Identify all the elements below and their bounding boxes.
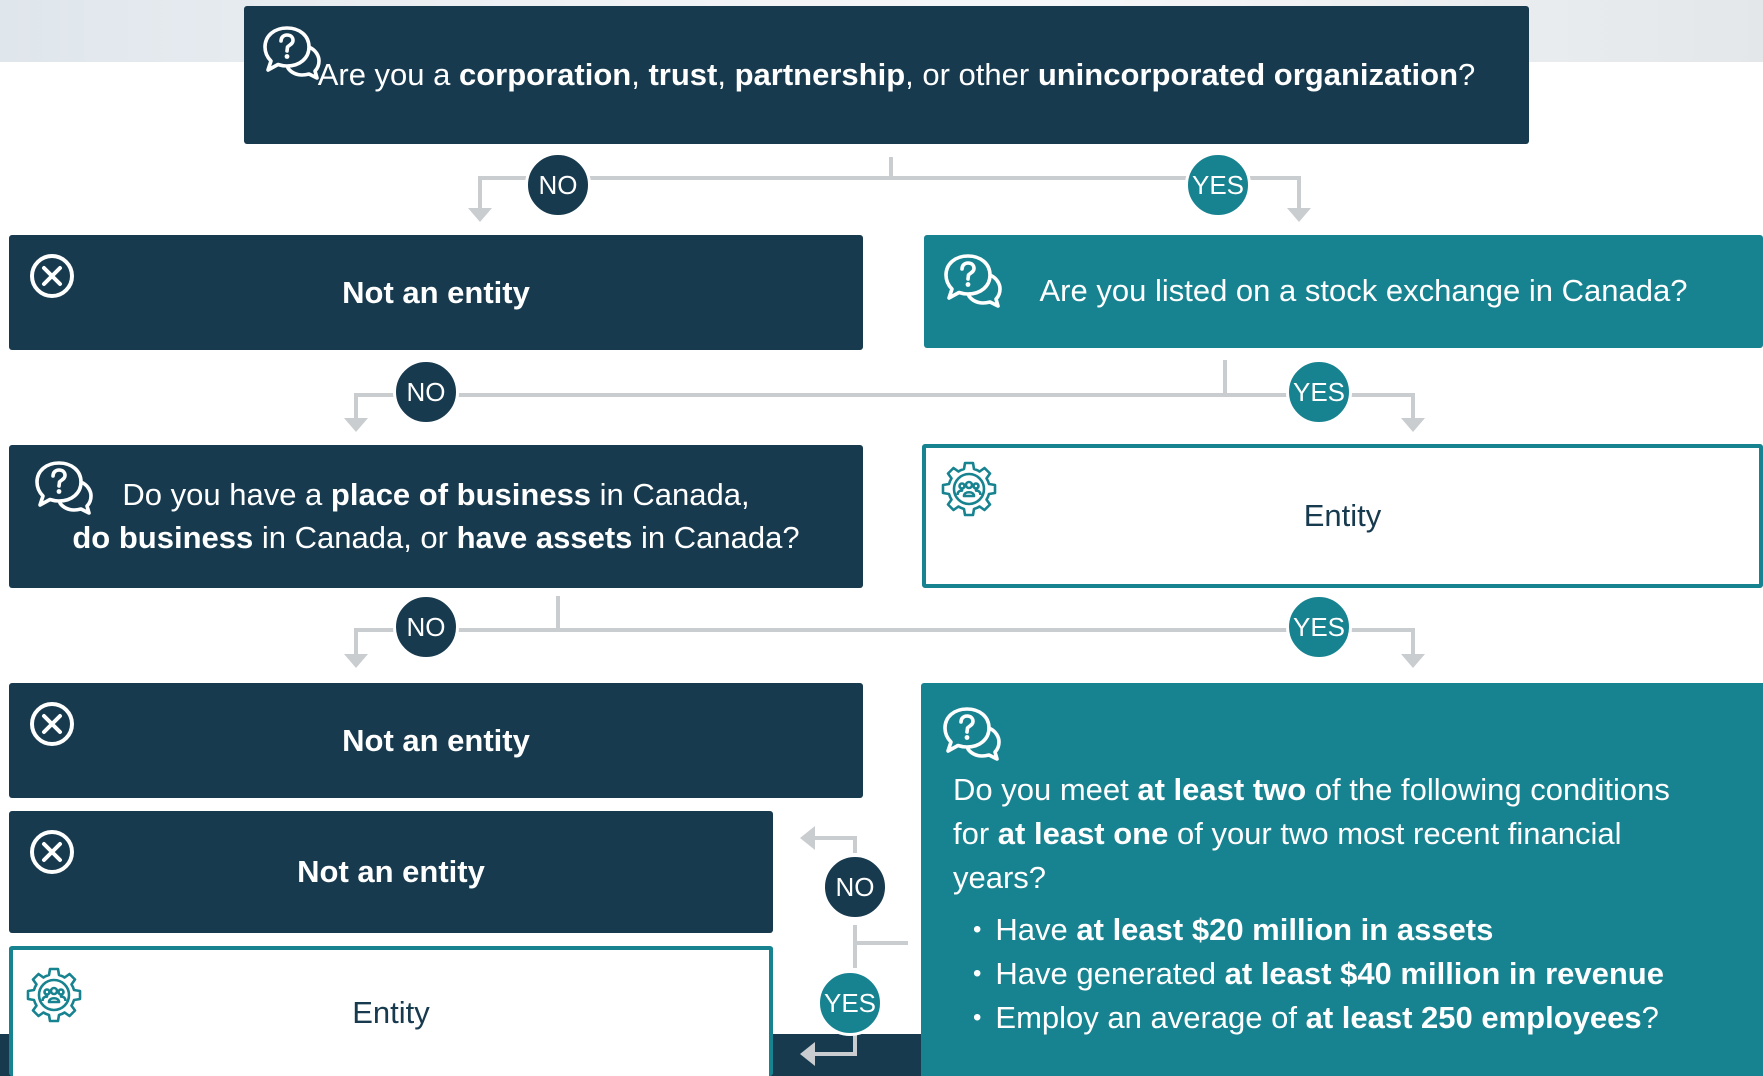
- arrowhead-q3-yes: [1401, 654, 1425, 668]
- question-stock-exchange-box: Are you listed on a stock exchange in Ca…: [924, 235, 1763, 348]
- entity-box: Entity: [922, 444, 1763, 588]
- question-size-conditions-text: Do you meet at least two of the followin…: [953, 768, 1743, 1040]
- not-entity-label: Not an entity: [342, 274, 530, 310]
- arrowhead-q2-no: [344, 418, 368, 432]
- connector-q1-yes: [1252, 176, 1301, 212]
- not-entity-label: Not an entity: [297, 854, 485, 889]
- entity-label: Entity: [1303, 497, 1382, 533]
- arrowhead-q1-yes: [1287, 208, 1311, 222]
- close-circle-icon: [28, 700, 76, 753]
- size-conditions-question: Do you meet at least two of the followin…: [953, 772, 1670, 896]
- not-entity-box: Not an entity: [9, 811, 773, 933]
- not-entity-box: Not an entity: [9, 683, 863, 798]
- yes-badge: YES: [1185, 152, 1251, 218]
- no-badge: NO: [525, 152, 591, 218]
- not-entity-box: Not an entity: [9, 235, 863, 350]
- question-bubble-icon: [262, 24, 322, 87]
- no-badge: NO: [393, 359, 459, 425]
- no-badge: NO: [822, 854, 888, 920]
- not-entity-label: Not an entity: [342, 722, 530, 758]
- connector-q2-yes: [1328, 393, 1415, 422]
- arrowhead-q3-no: [344, 654, 368, 668]
- connector-q4-yes: [812, 1035, 857, 1056]
- size-condition-item: Employ an average of at least 250 employ…: [973, 996, 1743, 1040]
- arrowhead-q1-no: [468, 208, 492, 222]
- gear-people-icon: [940, 460, 998, 523]
- entity-box: Entity: [9, 946, 773, 1076]
- size-conditions-list: Have at least $20 million in assets Have…: [953, 908, 1743, 1040]
- entity-label: Entity: [352, 994, 430, 1030]
- yes-badge: YES: [1286, 594, 1352, 660]
- close-circle-icon: [28, 828, 76, 881]
- question-legal-form-text: Are you a corporation, trust, partnershi…: [317, 56, 1476, 92]
- question-business-presence-box: Do you have a place of business in Canad…: [9, 445, 863, 588]
- arrowhead-q2-yes: [1401, 418, 1425, 432]
- size-condition-item: Have at least $20 million in assets: [973, 908, 1743, 952]
- arrowhead-q4-yes: [800, 1042, 815, 1066]
- question-bubble-icon: [943, 252, 1003, 315]
- close-circle-icon: [28, 252, 76, 305]
- no-badge: NO: [393, 594, 459, 660]
- connector-q1-no: [478, 176, 523, 212]
- gear-people-icon: [25, 966, 83, 1029]
- question-legal-form-box: Are you a corporation, trust, partnershi…: [244, 6, 1529, 144]
- connector-q4-no: [812, 836, 857, 853]
- question-bubble-icon: [34, 459, 94, 522]
- yes-badge: YES: [1286, 359, 1352, 425]
- arrowhead-q4-no: [800, 826, 815, 850]
- question-business-presence-text: Do you have a place of business in Canad…: [72, 476, 800, 555]
- question-bubble-icon: [942, 705, 1002, 768]
- question-stock-exchange-text: Are you listed on a stock exchange in Ca…: [1039, 273, 1688, 309]
- size-condition-item: Have generated at least $40 million in r…: [973, 952, 1743, 996]
- connector-q3-yes: [1328, 628, 1415, 658]
- yes-badge: YES: [817, 970, 883, 1036]
